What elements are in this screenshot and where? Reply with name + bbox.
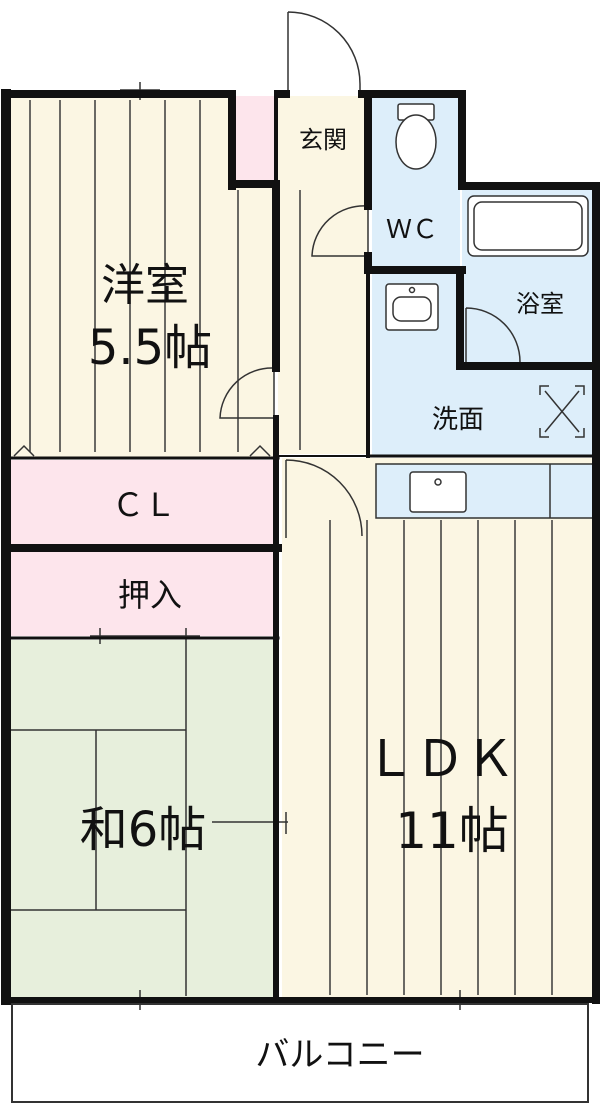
wash-basin-icon xyxy=(385,283,439,331)
oshiire-label: 押入 xyxy=(118,576,182,614)
ldk-floor xyxy=(282,458,596,998)
entrance-floor xyxy=(278,96,368,182)
doors xyxy=(219,11,521,538)
closet-label: ＣＬ xyxy=(112,486,176,524)
kitchen-sink-icon xyxy=(409,471,467,513)
ldk-size: 11帖 xyxy=(395,802,509,860)
washing-machine-space-icon xyxy=(539,385,585,438)
toilet-label: ＷＣ xyxy=(386,215,438,245)
entrance-step xyxy=(236,96,276,182)
bathroom-label: 浴室 xyxy=(516,290,564,318)
closet-floor xyxy=(10,460,274,544)
kitchen-counter xyxy=(375,463,595,519)
western-room-flooring-lines xyxy=(29,100,239,452)
walls xyxy=(1,89,600,1005)
ldk-flooring-lines xyxy=(329,520,553,995)
tatami-mats xyxy=(10,644,187,996)
japanese-room-floor xyxy=(10,640,274,998)
bathtub-icon xyxy=(467,195,589,257)
closet-door-marks xyxy=(13,444,271,457)
balcony-label: バルコニー xyxy=(255,1035,424,1075)
entrance-label: 玄関 xyxy=(299,126,347,154)
western-room-name: 洋室 xyxy=(101,260,189,311)
hallway-floor xyxy=(278,182,368,454)
ldk-name: ＬＤＫ xyxy=(365,730,515,788)
washroom-label: 洗面 xyxy=(432,405,484,435)
oshiire-floor xyxy=(10,552,274,636)
toilet-icon xyxy=(395,103,437,170)
western-room-size: 5.5帖 xyxy=(88,320,212,376)
balcony-floor xyxy=(11,1003,589,1103)
japanese-room-label: 和6帖 xyxy=(80,802,207,858)
